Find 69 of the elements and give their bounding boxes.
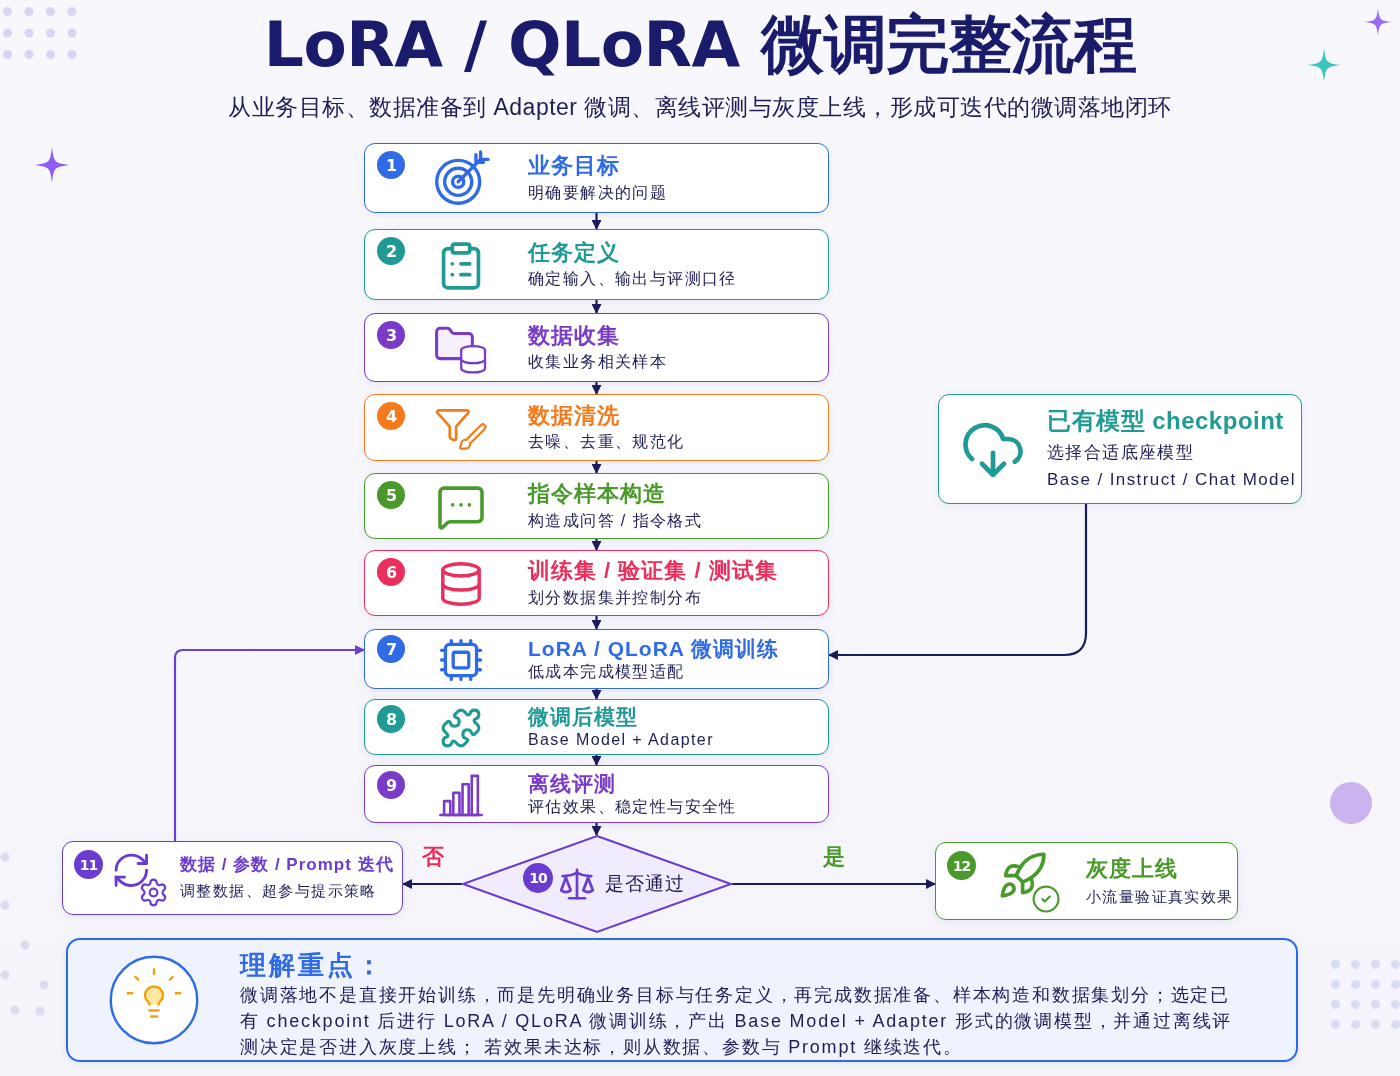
arrow xyxy=(591,616,602,630)
step-description: 低成本完成模型适配 xyxy=(528,662,685,683)
arrow xyxy=(402,879,462,889)
process-box xyxy=(935,842,1238,920)
step-description: 收集业务相关样本 xyxy=(528,352,668,373)
step-description: Base Model + Adapter xyxy=(528,730,714,751)
step-title: 任务定义 xyxy=(528,239,620,267)
subtitle: 从业务目标、数据准备到 Adapter 微调、离线评测与灰度上线，形成可迭代的微调落地闭环 xyxy=(228,93,1172,122)
step-title: 指令样本构造 xyxy=(528,481,666,508)
arrow xyxy=(591,213,602,230)
step-description: 评估效果、稳定性与安全性 xyxy=(528,797,737,818)
step-number: 8 xyxy=(377,705,405,733)
process-box xyxy=(364,143,829,213)
step-description: 去噪、去重、规范化 xyxy=(528,432,685,453)
step-description: 小流量验证真实效果 xyxy=(1086,888,1234,907)
process-box xyxy=(364,765,829,823)
process-box xyxy=(364,550,829,616)
process-box xyxy=(364,699,829,755)
step-title: 训练集 / 验证集 / 测试集 xyxy=(528,558,778,585)
step-title: 已有模型 checkpoint xyxy=(1047,407,1284,437)
process-box xyxy=(364,394,829,461)
arrow xyxy=(732,879,936,889)
arrow xyxy=(591,539,602,551)
process-box xyxy=(62,841,403,915)
process-box xyxy=(364,313,829,382)
step-title: 数据收集 xyxy=(528,322,620,350)
step-number: 5 xyxy=(377,481,405,509)
note-text: 微调落地不是直接开始训练，而是先明确业务目标与任务定义，再完成数据准备、样本构造和数据集划分；选定已有 checkpoint 后进行 LoRA / QLoRA 微调训练，产出 Base Model + Adapter 形式的微调模型，并通过离线评测决定是否进入灰度上线； 若效果未达标，则从数据、参数与 Prompt 继续迭代。 xyxy=(240,984,1234,1059)
step-description: 划分数据集并控制分布 xyxy=(528,587,702,608)
step-number: 1 xyxy=(377,151,405,179)
step-number: 4 xyxy=(377,402,405,430)
step-description: 调整数据、超参与提示策略 xyxy=(180,881,377,901)
step-title: 微调后模型 xyxy=(528,703,638,730)
step-description: 明确要解决的问题 xyxy=(528,182,668,203)
process-box xyxy=(364,629,829,689)
step-title: LoRA / QLoRA 微调训练 xyxy=(528,635,780,662)
edge-label: 否 xyxy=(418,844,447,871)
step-number: 6 xyxy=(377,558,405,586)
arrow xyxy=(591,300,602,314)
step-number: 3 xyxy=(377,321,405,349)
arrow xyxy=(828,504,1088,660)
step-number: 7 xyxy=(377,635,405,663)
arrow xyxy=(591,689,602,700)
step-title: 灰度上线 xyxy=(1086,855,1178,883)
decision-diamond xyxy=(462,835,732,933)
step-number: 11 xyxy=(74,850,103,879)
decision-label: 是否通过 xyxy=(605,872,685,896)
arrow xyxy=(591,382,602,395)
page-title: LoRA / QLoRA 微调完整流程 xyxy=(263,10,1137,81)
step-description: 构造成问答 / 指令格式 xyxy=(528,510,703,531)
note-heading: 理解重点： xyxy=(240,950,385,982)
step-title: 离线评测 xyxy=(528,770,616,797)
step-title: 数据清洗 xyxy=(528,402,620,430)
step-title: 数据 / 参数 / Prompt 迭代 xyxy=(180,855,394,876)
step-description: 选择合适底座模型 xyxy=(1047,442,1195,464)
step-number: 9 xyxy=(377,771,405,799)
arrow xyxy=(591,823,602,836)
arrow xyxy=(173,645,365,841)
info-box xyxy=(938,394,1302,504)
step-description: 确定输入、输出与评测口径 xyxy=(528,269,737,290)
step-title: 业务目标 xyxy=(528,153,620,180)
step-number: 12 xyxy=(947,851,976,880)
step-description: Base / Instruct / Chat Model xyxy=(1047,469,1296,491)
note-panel xyxy=(66,938,1298,1062)
arrow xyxy=(591,461,602,474)
arrow xyxy=(591,755,602,766)
process-box xyxy=(364,473,829,539)
process-box xyxy=(364,229,829,300)
step-number: 2 xyxy=(377,237,405,265)
